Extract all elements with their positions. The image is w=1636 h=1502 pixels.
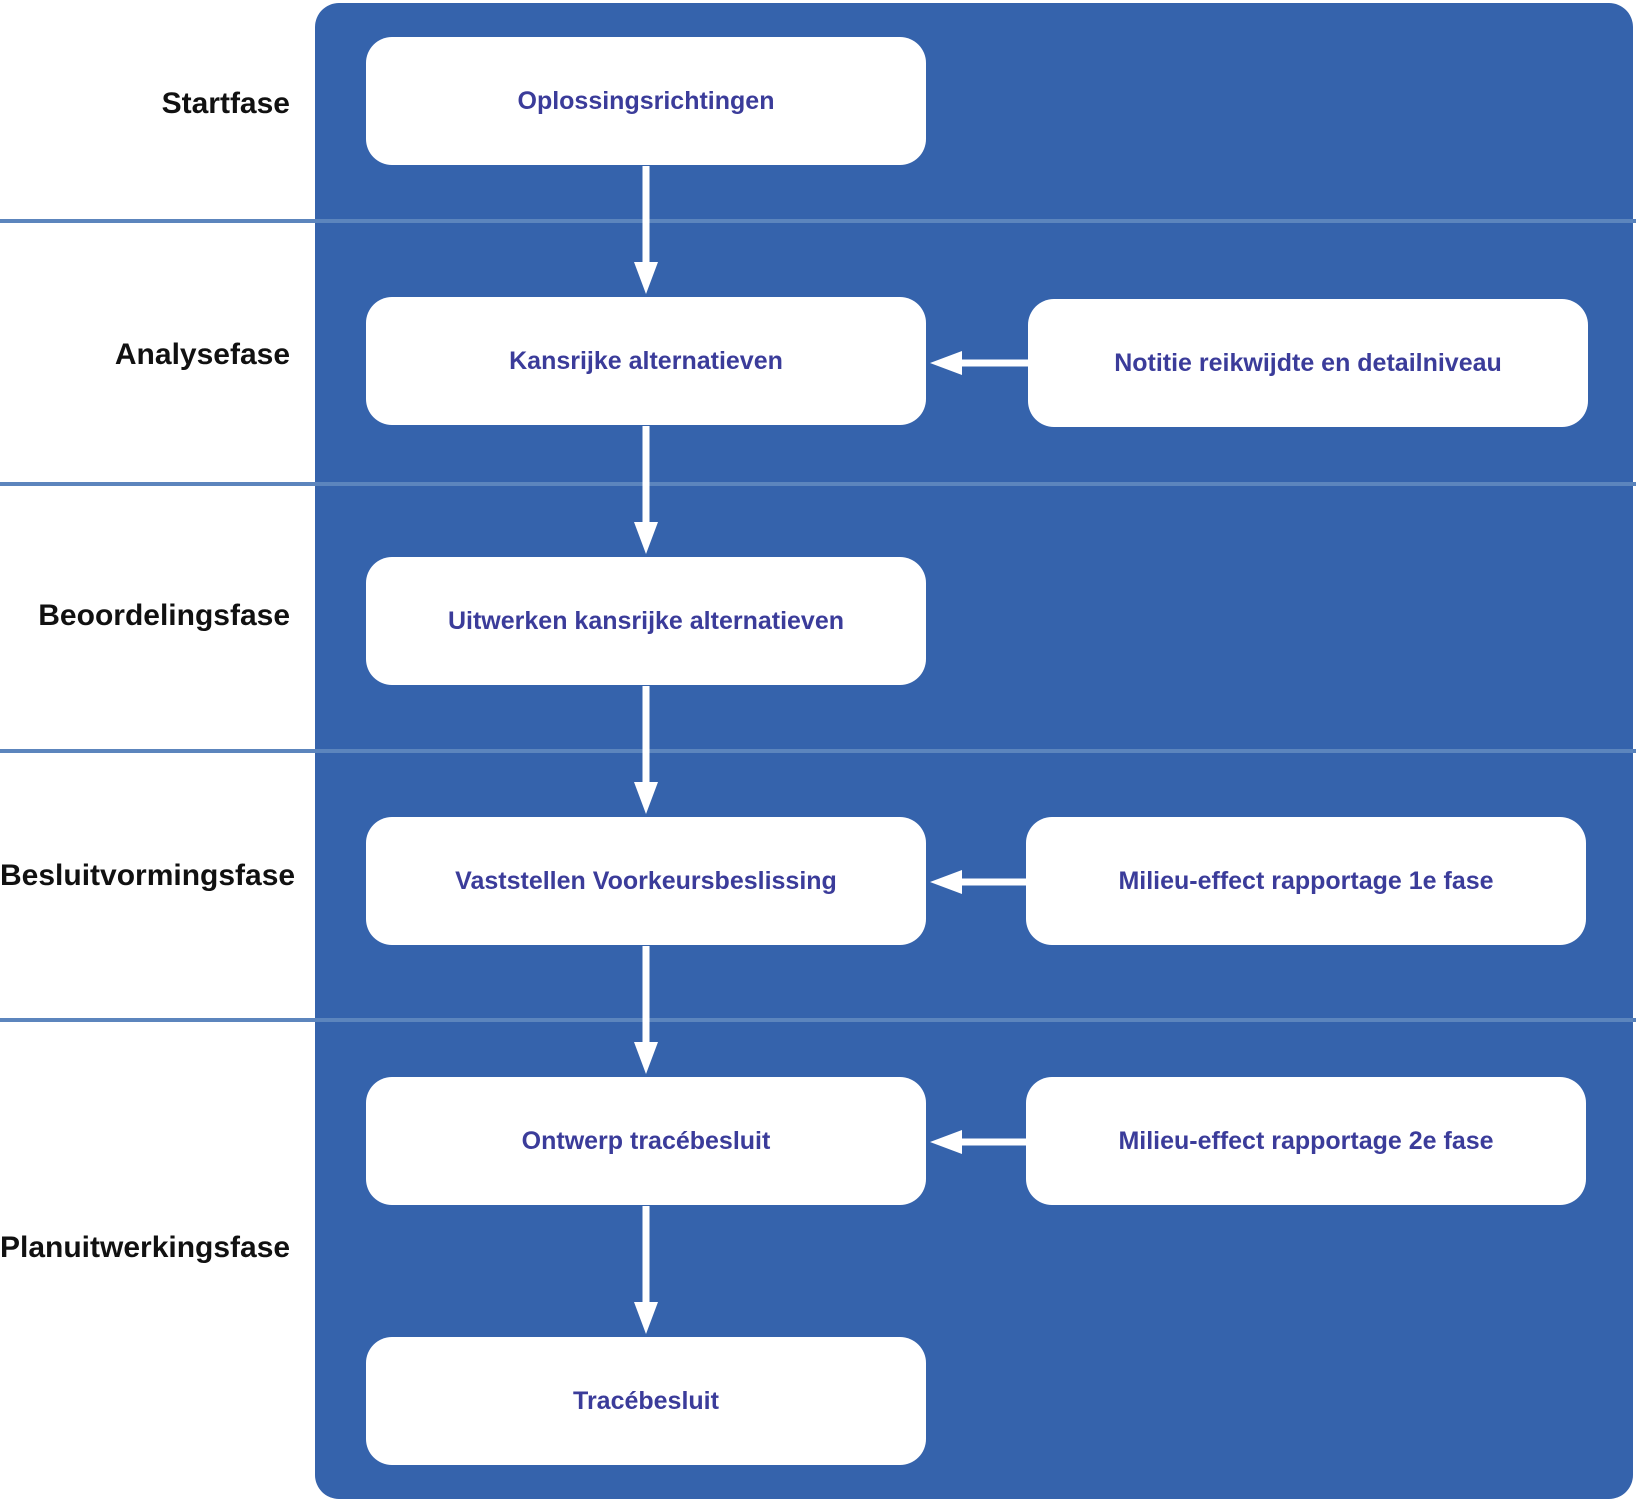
step-ontwerp-tracebesluit: Ontwerp tracébesluit	[366, 1077, 926, 1205]
phase-label-planuitwerkingsfase: Planuitwerkingsfase	[0, 1231, 291, 1264]
phase-separator	[0, 482, 1636, 486]
step-uitwerken-kansrijke-alternatieven: Uitwerken kansrijke alternatieven	[366, 557, 926, 685]
step-kansrijke-alternatieven: Kansrijke alternatieven	[366, 297, 926, 425]
down-arrow	[634, 946, 658, 1074]
input-label: Notitie reikwijdte en detailniveau	[1114, 348, 1502, 377]
down-arrow	[634, 426, 658, 554]
down-arrow	[634, 686, 658, 814]
input-label: Milieu-effect rapportage 2e fase	[1118, 1126, 1494, 1155]
step-label: Oplossingsrichtingen	[517, 86, 775, 115]
phase-separator	[0, 1018, 1636, 1022]
phase-label-analysefase: Analysefase	[114, 338, 290, 371]
step-tracebesluit: Tracébesluit	[366, 1337, 926, 1465]
input-label: Milieu-effect rapportage 1e fase	[1118, 866, 1494, 895]
step-vaststellen-voorkeursbeslissing: Vaststellen Voorkeursbeslissing	[366, 817, 926, 945]
phase-label-beoordelingsfase: Beoordelingsfase	[38, 599, 290, 632]
step-label: Vaststellen Voorkeursbeslissing	[455, 866, 837, 895]
step-label: Ontwerp tracébesluit	[521, 1126, 771, 1155]
phase-label-startfase: Startfase	[161, 87, 290, 120]
step-label: Tracébesluit	[573, 1386, 719, 1415]
phase-label-besluitvormingsfase: Besluitvormingsfase	[0, 859, 296, 892]
down-arrow	[634, 166, 658, 294]
input-notitie-reikwijdte: Notitie reikwijdte en detailniveau	[1028, 299, 1588, 427]
phase-separator	[0, 749, 1636, 753]
left-arrow	[930, 1130, 1026, 1154]
step-label: Kansrijke alternatieven	[509, 346, 783, 375]
input-mer-1e-fase: Milieu-effect rapportage 1e fase	[1026, 817, 1586, 945]
left-arrow	[930, 351, 1028, 375]
input-mer-2e-fase: Milieu-effect rapportage 2e fase	[1026, 1077, 1586, 1205]
step-oplossingsrichtingen: Oplossingsrichtingen	[366, 37, 926, 165]
left-arrow	[930, 870, 1026, 894]
phase-separator	[0, 219, 1636, 223]
down-arrow	[634, 1206, 658, 1334]
step-label: Uitwerken kansrijke alternatieven	[447, 606, 845, 635]
